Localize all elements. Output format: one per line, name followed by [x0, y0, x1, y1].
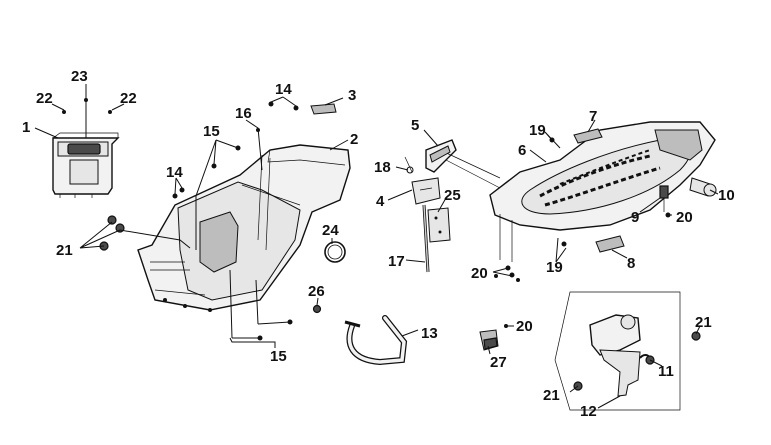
label-7: 7: [589, 108, 597, 125]
label-13: 13: [421, 325, 438, 342]
label-26: 26: [308, 283, 325, 300]
label-25: 25: [444, 187, 461, 204]
label-14-left: 14: [166, 164, 183, 181]
part-18-clip: [404, 156, 414, 174]
label-14-top: 14: [275, 81, 292, 98]
part-1-storage-box: [52, 132, 120, 198]
label-5: 5: [411, 117, 419, 134]
label-3: 3: [348, 87, 356, 104]
label-20-right: 20: [676, 209, 693, 226]
label-12: 12: [580, 403, 597, 420]
part-24-o-ring: [324, 241, 346, 263]
part-6-seat: [489, 121, 716, 262]
part-17-rod: [422, 204, 430, 273]
part-10-knob: [689, 177, 717, 197]
part-7-pad: [573, 128, 603, 144]
part-3-pad: [310, 103, 337, 115]
label-1: 1: [22, 119, 30, 136]
label-18: 18: [374, 159, 391, 176]
label-16: 16: [235, 105, 252, 122]
label-21-left: 21: [56, 242, 73, 259]
label-8: 8: [627, 255, 635, 272]
label-17: 17: [388, 253, 405, 270]
part-12-lock-assembly: [554, 291, 681, 411]
label-15-top: 15: [203, 123, 220, 140]
label-6: 6: [518, 142, 526, 159]
label-2: 2: [350, 131, 358, 148]
label-4: 4: [376, 193, 385, 210]
part-5-lock-bracket: [425, 139, 501, 189]
part-2-storage-bucket: [137, 144, 351, 312]
part-27-bracket: [479, 329, 499, 351]
part-9-latch: [659, 185, 669, 212]
part-8-pad: [595, 235, 625, 253]
part-25-plate: [427, 207, 451, 243]
label-19-bottom: 19: [546, 259, 563, 276]
part-13-bent-tube: [344, 315, 408, 366]
label-24: 24: [322, 222, 339, 239]
label-22-right: 22: [120, 90, 137, 107]
label-20-left: 20: [471, 265, 488, 282]
label-19-top: 19: [529, 122, 546, 139]
label-9: 9: [631, 209, 639, 226]
label-27: 27: [490, 354, 507, 371]
part-4-plate: [411, 177, 441, 205]
label-22-left: 22: [36, 90, 53, 107]
label-21-right: 21: [695, 314, 712, 331]
label-23: 23: [71, 68, 88, 85]
label-20-mid: 20: [516, 318, 533, 335]
leader-lines: [34, 84, 719, 409]
label-15-bottom: 15: [270, 348, 287, 365]
part-26-nut: [312, 304, 322, 314]
label-21-bottom: 21: [543, 387, 560, 404]
part-labels: 1 2 3 4 5 6 7 8 9 10 11 12 13 14 14 15 1…: [22, 68, 735, 420]
label-10: 10: [718, 187, 735, 204]
label-11: 11: [658, 363, 674, 380]
